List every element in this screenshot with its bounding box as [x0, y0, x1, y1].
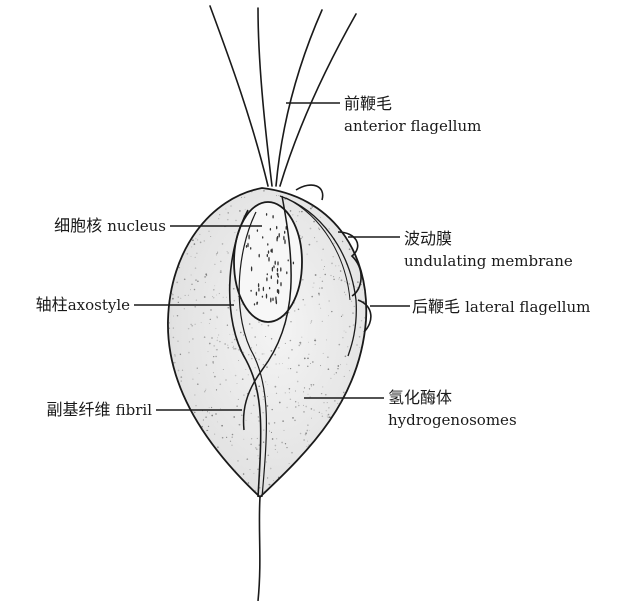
label-fibril-en: fibril — [116, 401, 152, 419]
label-axostyle-zh: 轴柱 — [36, 295, 68, 314]
label-lateral-flagellum: 后鞭毛 lateral flagellum — [412, 297, 590, 317]
label-hydrogenosomes: 氢化酶体 hydrogenosomes — [388, 388, 517, 430]
label-fibril: 副基纤维 fibril — [47, 400, 152, 420]
label-nucleus: 细胞核 nucleus — [54, 216, 166, 236]
label-nucleus-zh: 细胞核 — [54, 216, 102, 235]
label-axostyle-en: axostyle — [68, 296, 130, 314]
nucleus-shape — [234, 202, 302, 322]
label-undulating-membrane-en: undulating membrane — [404, 252, 573, 271]
label-anterior-flagellum-zh: 前鞭毛 — [344, 94, 481, 113]
label-nucleus-en: nucleus — [107, 217, 166, 235]
label-undulating-membrane-zh: 波动膜 — [404, 229, 573, 248]
label-lateral-flagellum-en: lateral flagellum — [465, 298, 590, 316]
label-anterior-flagellum-en: anterior flagellum — [344, 117, 481, 136]
label-axostyle: 轴柱axostyle — [36, 295, 130, 315]
axostyle-tail — [258, 497, 260, 601]
anterior-flagella — [210, 6, 356, 186]
label-undulating-membrane: 波动膜 undulating membrane — [404, 229, 573, 271]
label-anterior-flagellum: 前鞭毛 anterior flagellum — [344, 94, 481, 136]
label-hydrogenosomes-en: hydrogenosomes — [388, 411, 517, 430]
label-hydrogenosomes-zh: 氢化酶体 — [388, 388, 517, 407]
label-fibril-zh: 副基纤维 — [47, 400, 111, 419]
label-lateral-flagellum-zh: 后鞭毛 — [412, 297, 460, 316]
